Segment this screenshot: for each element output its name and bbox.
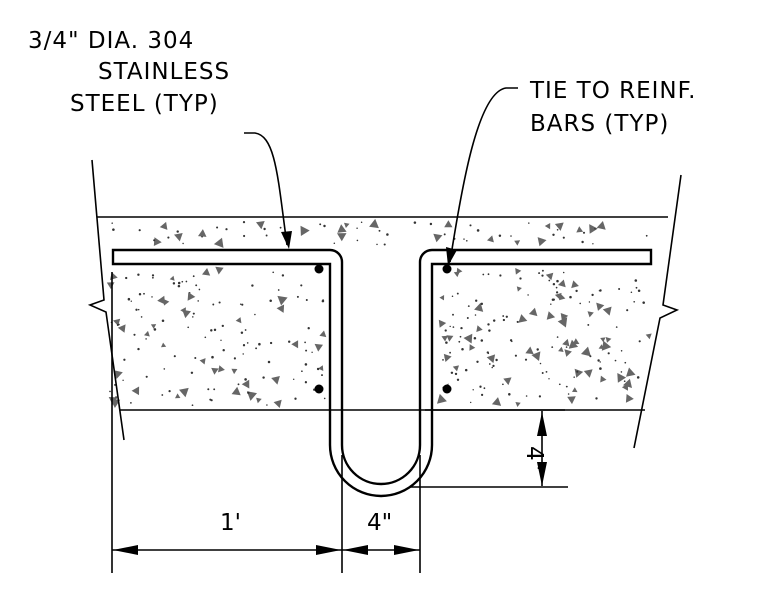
stainless-bar-outer-outline (111, 248, 653, 498)
reinf-bar-top-right (442, 264, 452, 274)
stainless-note-leader (244, 132, 292, 249)
left-break-line (87, 159, 125, 441)
reinforcing-bars (314, 264, 452, 394)
concrete-slab (97, 216, 668, 411)
tie-note-leader (446, 87, 518, 266)
right-break-line (633, 174, 682, 449)
reinf-bar-bottom-left (314, 384, 324, 394)
dimension-left-span-label: 1' (220, 510, 241, 536)
stainless-note-line-2: STAINLESS (98, 59, 230, 85)
dimension-arrow-icon (316, 545, 341, 555)
leader-arrowhead-icon (446, 247, 457, 266)
dimension-arrow-icon (343, 545, 368, 555)
dimension-loop-depth-label: 4" (521, 446, 547, 471)
dimension-arrow-icon (113, 545, 138, 555)
dimension-loop-width: 4" (342, 510, 420, 555)
concrete-aggregate-hatch (106, 218, 652, 408)
dimension-loop-width-label: 4" (367, 510, 392, 536)
tie-note-line-1: TIE TO REINF. (529, 78, 697, 104)
stainless-steel-bar (111, 248, 653, 498)
dimension-extension-lines (111, 272, 568, 573)
dimension-left-span: 1' (112, 510, 342, 555)
reinf-bar-bottom-right (442, 384, 452, 394)
tie-to-reinf-note: TIE TO REINF. BARS (TYP) (529, 78, 697, 137)
stainless-note-line-3: STEEL (TYP) (70, 91, 219, 117)
leader-arrowhead-icon (281, 231, 292, 249)
dimension-loop-depth: 4" (521, 411, 547, 486)
tie-note-line-2: BARS (TYP) (530, 111, 669, 137)
dimension-arrow-icon (394, 545, 419, 555)
dimension-arrow-icon (537, 412, 547, 436)
stainless-steel-note: 3/4" DIA. 304 STAINLESS STEEL (TYP) (28, 28, 230, 117)
reinf-bar-top-left (314, 264, 324, 274)
dimension-arrow-icon (537, 462, 547, 486)
stainless-note-line-1: 3/4" DIA. 304 (28, 28, 194, 54)
